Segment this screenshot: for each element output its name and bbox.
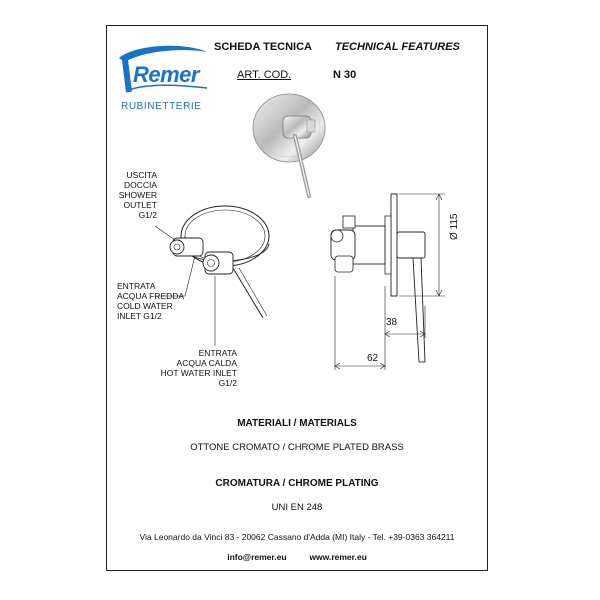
side-elevation-drawing	[330, 193, 445, 370]
outlet-line-4: OUTLET	[123, 200, 157, 210]
outlet-line-1: USCITA	[126, 170, 157, 180]
footer-contacts: info@remer.eu www.remer.eu	[107, 547, 487, 565]
footer-address: Via Leonardo da Vinci 83 - 20062 Cassano…	[139, 532, 455, 542]
hot-line-1: ENTRATA	[198, 348, 237, 358]
plating-value: UNI EN 248	[271, 502, 323, 513]
hot-line-4: G1/2	[218, 378, 237, 388]
dimension-diameter: Ø 115	[449, 213, 460, 241]
cold-line-3: COLD WATER	[117, 301, 173, 311]
label-cold-inlet: ENTRATA ACQUA FREDDA COLD WATER INLET G1…	[117, 281, 184, 321]
hot-line-2: ACQUA CALDA	[176, 358, 237, 368]
remer-logo: Remer RUBINETTERIE	[115, 40, 211, 112]
cold-line-2: ACQUA FREDDA	[117, 291, 185, 301]
footer-website[interactable]: www.remer.eu	[309, 552, 367, 562]
title-english: TECHNICAL FEATURES	[335, 41, 460, 53]
dimension-38: 38	[386, 317, 398, 328]
plating-title: CROMATURA / CHROME PLATING	[215, 478, 379, 489]
outlet-line-3: SHOWER	[118, 190, 157, 200]
art-cod-label: ART. COD.	[237, 69, 292, 81]
materials-title: MATERIALI / MATERIALS	[237, 418, 357, 429]
art-cod-value: N 30	[333, 69, 357, 81]
outlet-line-2: DOCCIA	[123, 180, 157, 190]
materials-value: OTTONE CROMATO / CHROME PLATED BRASS	[190, 442, 404, 453]
label-outlet: USCITA DOCCIA SHOWER OUTLET G1/2	[107, 170, 157, 220]
footer-email[interactable]: info@remer.eu	[227, 552, 287, 562]
exploded-view-diagram	[154, 205, 270, 346]
logo-swoosh-icon	[119, 45, 208, 93]
brand-subtitle: RUBINETTERIE	[121, 101, 202, 112]
outlet-line-5: G1/2	[138, 210, 157, 220]
label-hot-inlet: ENTRATA ACQUA CALDA HOT WATER INLET G1/2	[127, 348, 237, 388]
hot-line-3: HOT WATER INLET	[160, 368, 237, 378]
product-photo	[252, 93, 326, 198]
cold-line-1: ENTRATA	[117, 281, 156, 291]
technical-sheet: Remer RUBINETTERIE SCHEDA TECNICA TECHNI…	[106, 25, 488, 571]
dimension-62: 62	[367, 353, 379, 364]
brand-name: Remer	[133, 62, 199, 87]
title-italian: SCHEDA TECNICA	[214, 41, 312, 53]
cold-line-4: INLET G1/2	[117, 311, 162, 321]
